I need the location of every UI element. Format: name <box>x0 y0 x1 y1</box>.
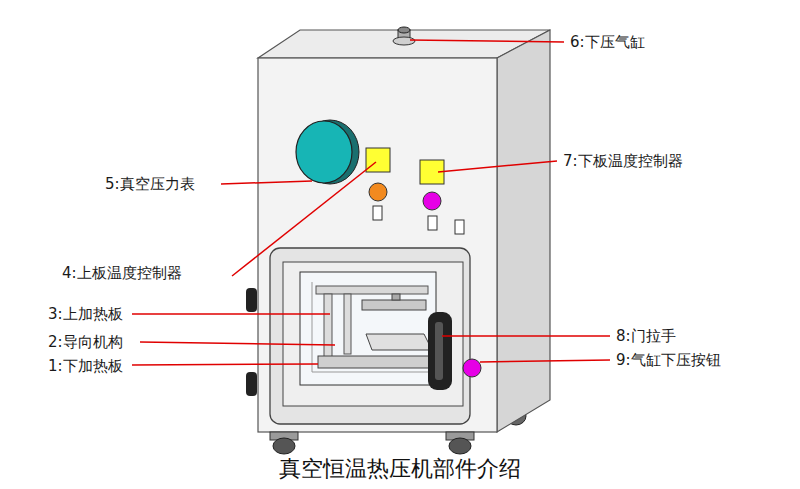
leader-line <box>232 162 376 276</box>
caster-wheel <box>273 438 295 454</box>
door-window <box>300 272 436 385</box>
door-hinge <box>246 372 257 396</box>
caster <box>446 432 474 454</box>
cylinder-base <box>393 37 415 45</box>
leader-line <box>480 360 610 362</box>
press-button <box>463 359 481 377</box>
cylinder-rod <box>398 27 410 33</box>
part-label: 4:上板温度控制器 <box>62 263 182 283</box>
workpiece <box>366 334 432 350</box>
switch <box>373 206 382 220</box>
leader-line <box>410 40 564 42</box>
part-label: 1:下加热板 <box>48 356 123 376</box>
part-label: 5:真空压力表 <box>105 174 195 194</box>
part-label: 2:导向机构 <box>48 332 123 352</box>
vacuum-gauge <box>296 121 352 183</box>
leader-line <box>132 313 330 315</box>
door-panel <box>283 262 463 406</box>
leader-line <box>140 342 335 345</box>
chamber-wall <box>312 282 430 372</box>
upper-heating-plate <box>362 300 426 310</box>
door-hinge <box>246 288 257 312</box>
guide-column <box>344 294 351 354</box>
leader-line <box>132 364 318 365</box>
cabinet-front <box>258 58 497 432</box>
indicator-lamp <box>423 192 441 210</box>
cabinet-side <box>497 30 550 432</box>
part-label: 9:气缸下压按钮 <box>616 350 721 370</box>
leader-line <box>442 335 610 337</box>
part-label: 6:下压气缸 <box>570 32 645 52</box>
caption: 真空恒温热压机部件介绍 <box>279 455 521 483</box>
press-rod <box>392 294 400 300</box>
lower-heating-plate <box>318 356 430 368</box>
door-frame <box>270 248 470 424</box>
leader-lines <box>132 40 610 365</box>
part-label: 3:上加热板 <box>48 304 123 324</box>
guide-column <box>324 294 332 360</box>
caster <box>270 432 298 454</box>
leader-line <box>221 181 312 184</box>
indicator-lamp <box>369 183 387 201</box>
caster-wheel <box>449 438 471 454</box>
top-plate <box>316 286 428 294</box>
part-label: 7:下板温度控制器 <box>563 151 683 171</box>
part-label: 8:门拉手 <box>616 326 676 346</box>
leader-line <box>438 161 557 172</box>
door-handle <box>428 312 452 390</box>
handle-grip <box>435 322 443 380</box>
switch <box>455 220 464 234</box>
switch <box>428 216 437 230</box>
temperature-controller <box>366 148 390 172</box>
